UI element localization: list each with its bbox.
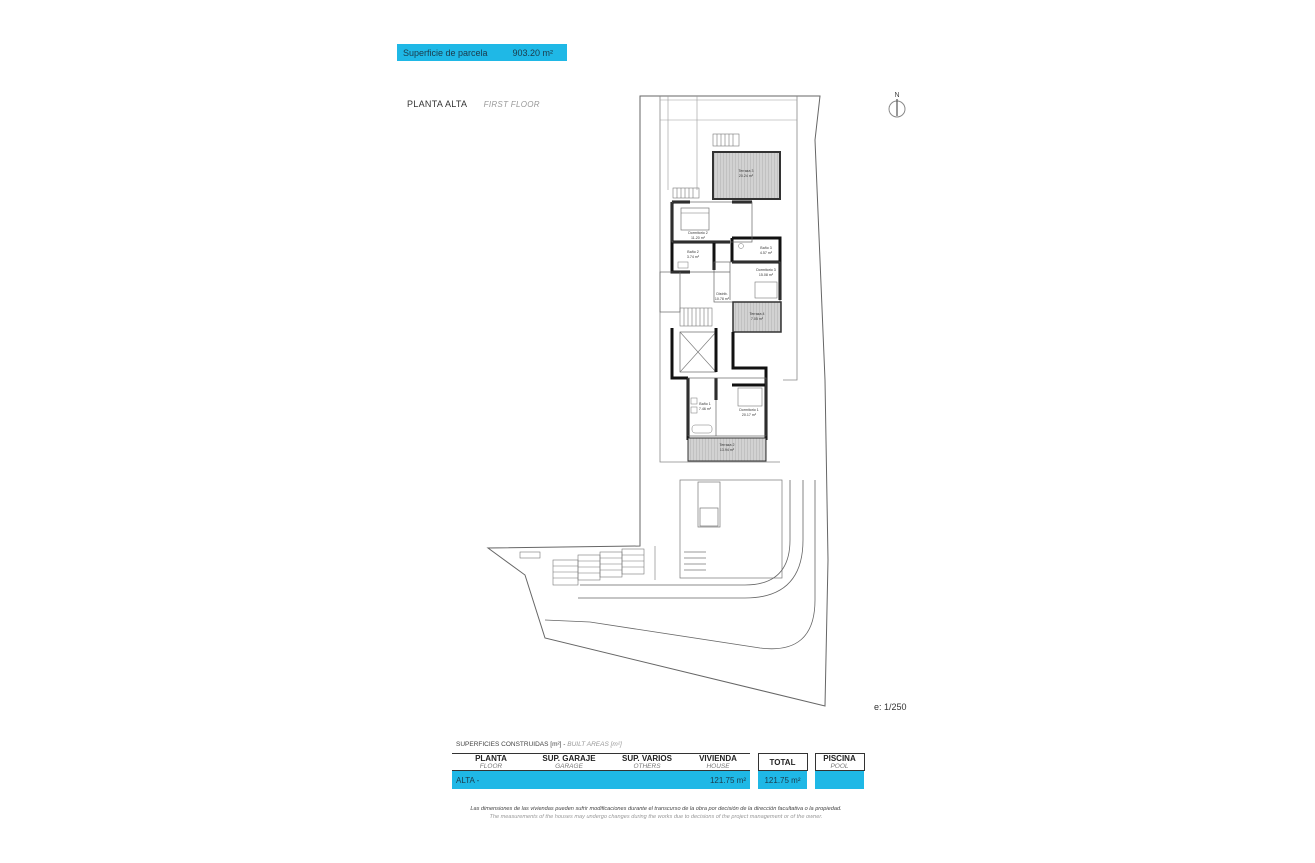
cell-total: 121.75 m² <box>758 770 807 789</box>
plot-area-banner: Superficie de parcela 903.20 m² <box>397 44 567 61</box>
areas-row-alta: ALTA - 121.75 m² 121.75 m² <box>452 770 864 789</box>
stairs-middle <box>679 307 713 327</box>
cell-floor: ALTA - <box>452 770 530 789</box>
pool-area <box>679 479 783 579</box>
room-area-bath-2: 3.74 m² <box>687 255 700 259</box>
room-area-bath-1: 7.46 m² <box>699 407 712 411</box>
room-label-distrib: Distrib. <box>716 292 727 296</box>
floor-name-en: FIRST FLOOR <box>483 100 540 109</box>
stairs-bottom <box>519 546 656 586</box>
north-label: N <box>894 92 899 99</box>
terrace-4 <box>732 301 782 333</box>
driveway <box>544 480 816 650</box>
room-area-terrace-4: 7.05 m² <box>751 317 764 321</box>
scale-label: e: 1/250 <box>874 702 907 712</box>
room-area-bedroom-2: 11.20 m² <box>691 236 706 240</box>
room-label-terrace-2: Terraza 2 <box>720 443 735 447</box>
cell-house: 121.75 m² <box>686 770 750 789</box>
cell-pool <box>815 770 864 789</box>
floor-heading: PLANTA ALTA FIRST FLOOR <box>407 99 540 109</box>
room-area-terrace-3: 20.24 m² <box>739 174 754 178</box>
cell-garage <box>530 770 608 789</box>
room-label-bath-2: Baño 2 <box>687 250 698 254</box>
plot-boundary <box>486 95 829 707</box>
room-area-distrib: 10.78 m² <box>715 297 730 301</box>
header-total: TOTAL <box>757 753 808 771</box>
room-label-bedroom-1: Dormitorio 1 <box>739 408 759 412</box>
plot-area-value: 903.20 m² <box>512 47 553 58</box>
plot-area-label: Superficie de parcela <box>403 47 488 58</box>
terrace-3 <box>712 151 781 200</box>
room-area-bath-3: 4.57 m² <box>760 251 773 255</box>
disclaimer-es: Las dimensiones de las viviendas pueden … <box>470 806 842 812</box>
north-arrow-icon: N <box>888 92 906 118</box>
terrace-2 <box>687 437 767 462</box>
room-area-terrace-2: 13.94 m² <box>720 448 735 452</box>
stairs-top <box>672 133 740 199</box>
room-area-bedroom-1: 20.17 m² <box>742 413 757 417</box>
cell-others <box>608 770 686 789</box>
room-label-bedroom-2: Dormitorio 2 <box>688 231 708 235</box>
room-label-bedroom-3: Dormitorio 3 <box>756 268 776 272</box>
room-label-bath-3: Baño 3 <box>760 246 771 250</box>
walls-lower <box>670 328 768 440</box>
disclaimer-en: The measurements of the houses may under… <box>489 814 823 820</box>
floor-plan: Terraza 3 20.24 m² Dormitorio 2 11.20 m²… <box>486 95 829 707</box>
areas-title-es: SUPERFICIES CONSTRUIDAS [m²] - <box>456 741 566 748</box>
room-label-bath-1: Baño 1 <box>699 402 710 406</box>
areas-title: SUPERFICIES CONSTRUIDAS [m²] - BUILT ARE… <box>456 741 622 748</box>
room-label-terrace-3: Terraza 3 <box>739 169 754 173</box>
floor-name: PLANTA ALTA <box>407 99 467 109</box>
room-label-terrace-4: Terraza 4 <box>750 312 765 316</box>
areas-title-en: BUILT AREAS [m²] <box>567 741 622 748</box>
room-area-bedroom-3: 15.08 m² <box>759 273 774 277</box>
disclaimer: Las dimensiones de las viviendas pueden … <box>456 805 856 821</box>
